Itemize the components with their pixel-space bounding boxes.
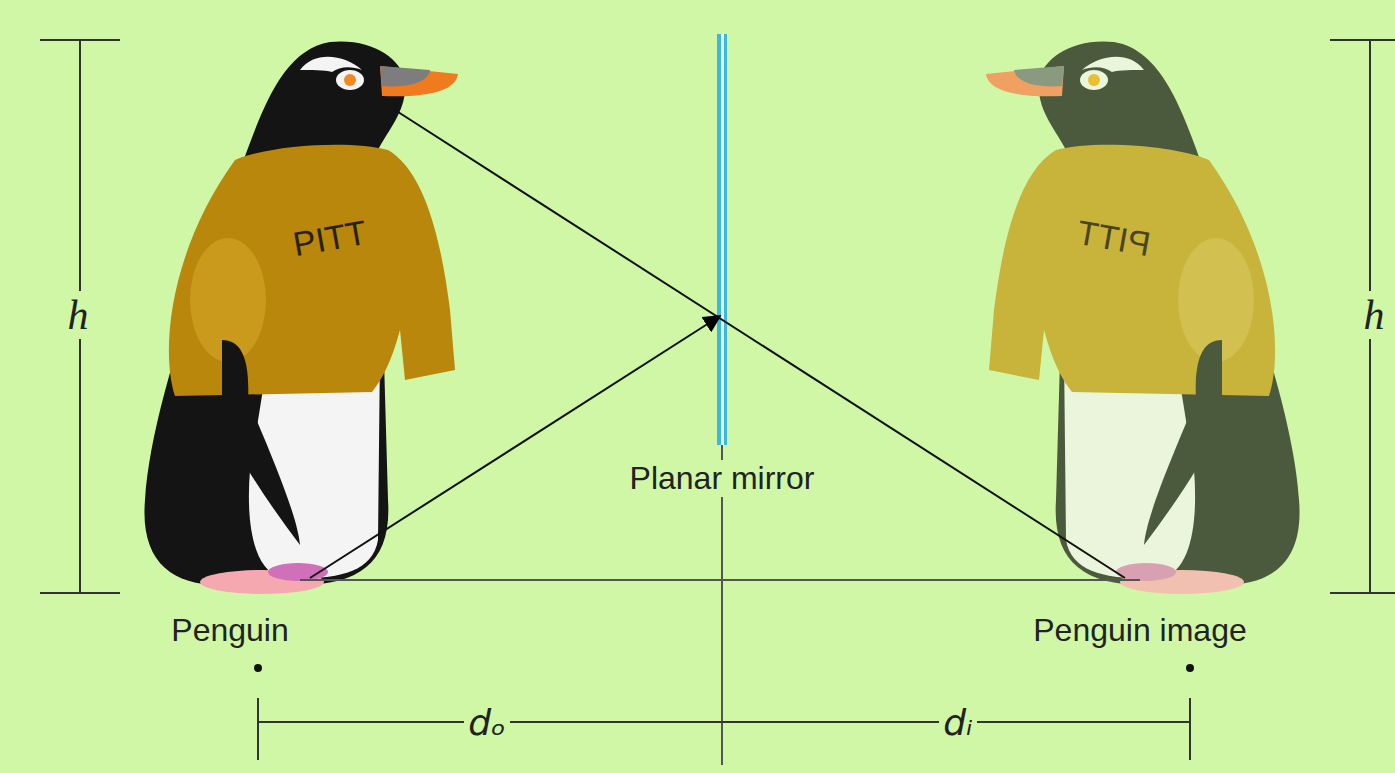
height-label: h [64,291,93,339]
image-distance-label: dᵢ [939,702,976,743]
image-label: Penguin image [1033,612,1246,649]
object-distance-label: dₒ [464,702,510,743]
mirror-label: Planar mirror [626,460,819,497]
object-label: Penguin [171,612,288,649]
height-label: h [1360,291,1389,339]
